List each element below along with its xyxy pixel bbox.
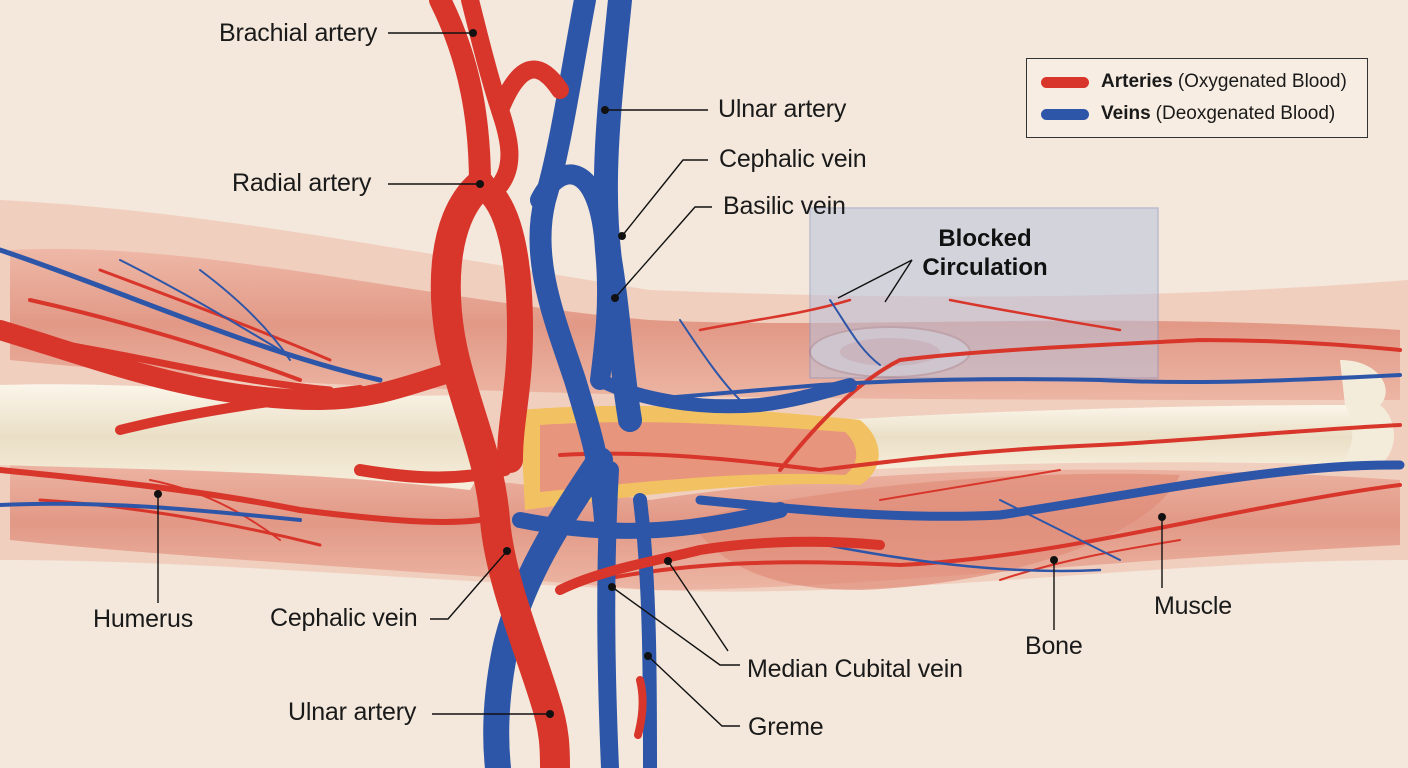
legend-arteries-key: Arteries bbox=[1101, 71, 1173, 92]
label-humerus: Humerus bbox=[93, 605, 194, 633]
humerus-bone bbox=[0, 384, 481, 490]
major-arteries bbox=[0, 0, 885, 768]
label-bone: Bone bbox=[1025, 632, 1083, 660]
label-greme: Greme bbox=[748, 713, 824, 741]
label-basilic-vein: Basilic vein bbox=[723, 192, 846, 220]
label-cephalic-vein-top: Cephalic vein bbox=[719, 145, 867, 173]
bone-end-right bbox=[1340, 360, 1394, 470]
legend-arteries-desc: (Oxygenated Blood) bbox=[1177, 71, 1347, 92]
blocked-circulation-callout: Blocked Circulation bbox=[900, 224, 1070, 282]
leader-dots bbox=[154, 29, 1166, 718]
legend-arteries: Arteries (Oxygenated Blood) bbox=[1041, 71, 1347, 93]
legend-veins: Veins (Deoxgenated Blood) bbox=[1041, 103, 1335, 125]
label-muscle: Muscle bbox=[1154, 592, 1232, 620]
legend-veins-desc: (Deoxgenated Blood) bbox=[1155, 103, 1336, 124]
label-cephalic-vein-bottom: Cephalic vein bbox=[270, 604, 418, 632]
legend: Arteries (Oxygenated Blood) Veins (Deoxg… bbox=[1026, 58, 1368, 138]
artery-swatch bbox=[1041, 76, 1089, 88]
legend-veins-key: Veins bbox=[1101, 103, 1151, 124]
vein-network bbox=[0, 247, 1405, 573]
label-brachial-artery: Brachial artery bbox=[219, 19, 378, 47]
blocked-line1: Blocked bbox=[938, 225, 1032, 252]
blocked-line2: Circulation bbox=[922, 254, 1048, 281]
label-median-cubital-vein: Median Cubital vein bbox=[747, 655, 963, 683]
label-radial-artery: Radial artery bbox=[232, 169, 372, 197]
label-ulnar-artery-top: Ulnar artery bbox=[718, 95, 847, 123]
vein-swatch bbox=[1041, 108, 1089, 120]
label-ulnar-artery-bottom: Ulnar artery bbox=[288, 698, 417, 726]
leader-lines bbox=[157, 32, 1163, 727]
